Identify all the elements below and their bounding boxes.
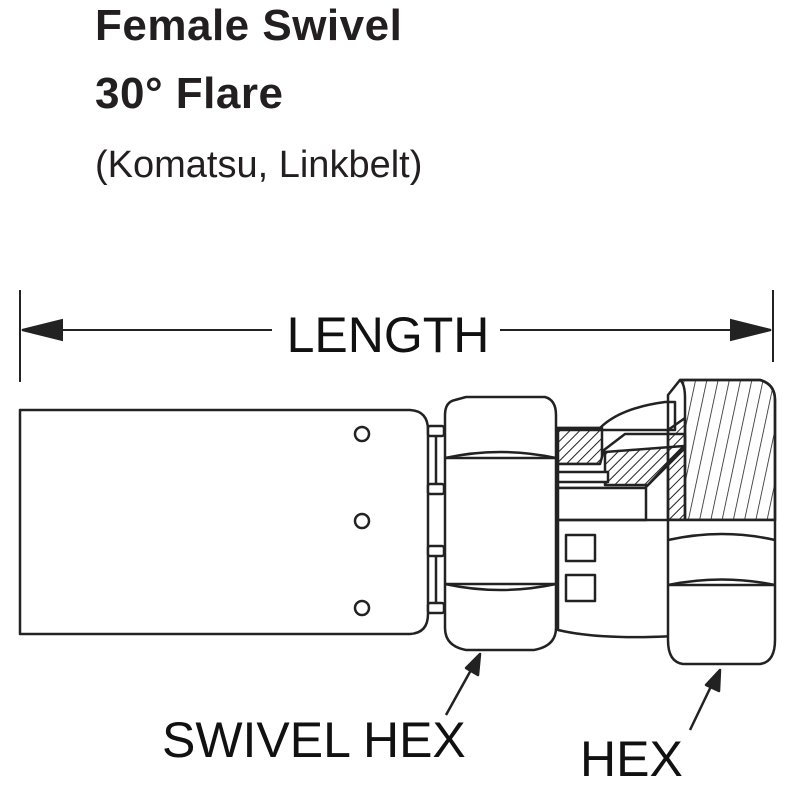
crimp-dot-bottom bbox=[353, 599, 371, 617]
length-label: LENGTH bbox=[287, 307, 490, 363]
length-dimension bbox=[19, 290, 774, 382]
swivel-hex-leader bbox=[444, 652, 482, 716]
title-line-2: 30° Flare bbox=[95, 69, 284, 118]
right-arrowhead bbox=[730, 318, 772, 342]
title-line-1: Female Swivel bbox=[95, 1, 403, 50]
hex-label: HEX bbox=[580, 731, 683, 787]
hose-ferrule bbox=[18, 408, 430, 636]
fitting-stem bbox=[554, 400, 687, 639]
stem-window-lower bbox=[564, 573, 597, 603]
collar-bands bbox=[426, 424, 446, 615]
female-threaded-end bbox=[666, 378, 777, 522]
crimp-dot-top bbox=[353, 425, 371, 443]
subtitle: (Komatsu, Linkbelt) bbox=[95, 144, 423, 186]
left-arrowhead bbox=[21, 318, 63, 342]
hex-nut bbox=[666, 518, 777, 666]
hex-leader bbox=[688, 668, 722, 731]
swivel-hex-nut bbox=[443, 395, 558, 652]
stem-window-upper bbox=[564, 533, 597, 563]
crimp-dot-middle bbox=[353, 512, 371, 530]
swivel-hex-label: SWIVEL HEX bbox=[162, 712, 466, 768]
